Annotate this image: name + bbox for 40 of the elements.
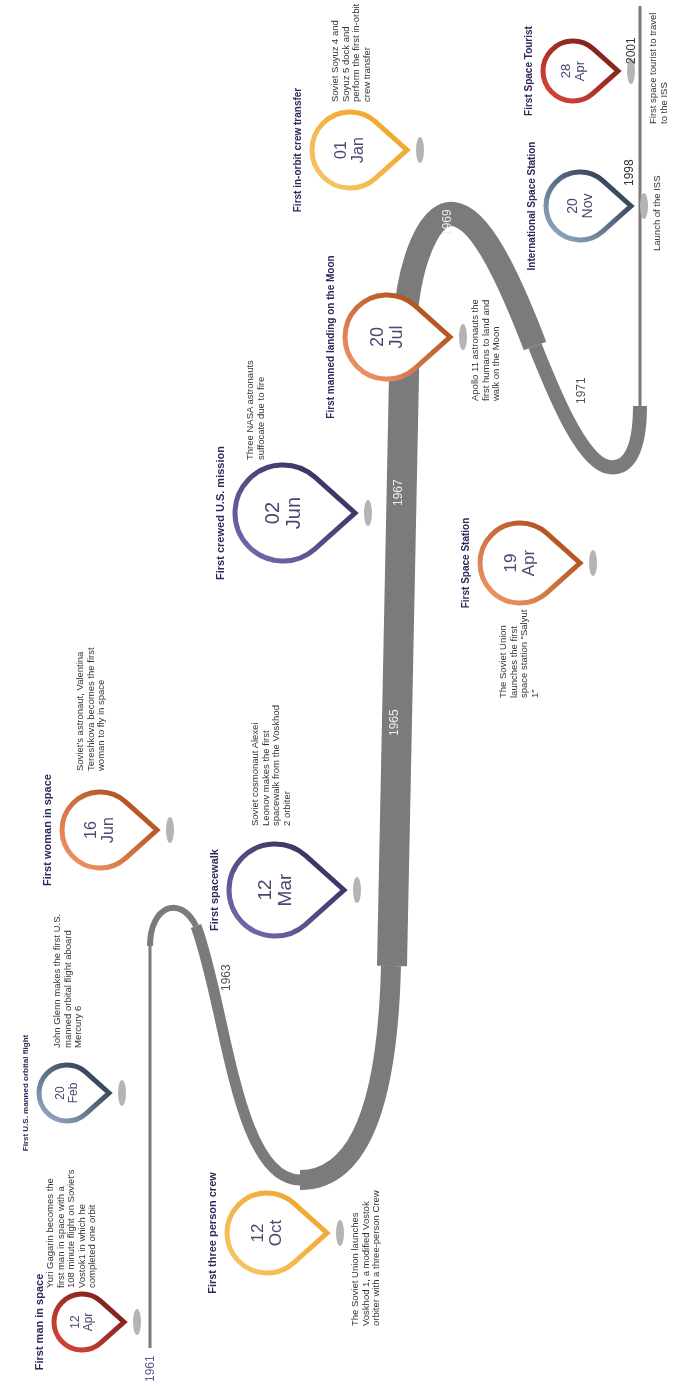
year-label: 1965 xyxy=(387,709,401,736)
event-description: Soviet Soyuz 4 and Soyuz 5 dock and perform the first in-orbit crew transfer xyxy=(330,2,372,102)
event-description: The Soviet Union launches the first space station "Salyut 1" xyxy=(498,608,540,698)
year-label: 1998 xyxy=(622,159,636,186)
event-date: 20 Feb xyxy=(54,1081,80,1106)
year-label: 1971 xyxy=(574,377,588,404)
event-title: International Space Station xyxy=(526,141,537,271)
event-date: 02 Jun xyxy=(262,495,304,532)
event-title: First in-orbit crew transfer xyxy=(292,87,303,213)
event-description: First space tourist to travel to the ISS xyxy=(648,11,669,124)
event-title: First three person crew xyxy=(206,1172,218,1294)
event-date: 12 Mar xyxy=(255,872,295,909)
year-label: 2001 xyxy=(624,37,638,64)
event-description: John Glenn makes the first U.S. manned orbital flight aboard Mercury 6 xyxy=(52,912,84,1048)
event-date: 01 Jan xyxy=(333,136,367,165)
event-description: Three NASA astronauts suffocate due to fire xyxy=(245,360,266,460)
event-date: 12 Apr xyxy=(69,1311,95,1334)
event-title: First man in space xyxy=(33,1273,45,1371)
event-date: 20 Jul xyxy=(368,324,406,351)
event-description: Launch of the ISS xyxy=(652,174,663,251)
year-label: 1963 xyxy=(219,964,233,991)
event-date: 28 Apr xyxy=(559,59,587,84)
event-title: First spacewalk xyxy=(208,849,220,931)
event-description: Apollo 11 astronauts the first humans to land and walk on the Moon xyxy=(470,298,502,401)
event-date: 12 Oct xyxy=(249,1218,285,1249)
event-description: Soviet's astronaut, Valentina Tereshkova becomes the first woman to fly in space xyxy=(75,646,107,771)
event-date: 19 Apr xyxy=(502,548,538,579)
event-title: First crewed U.S. mission xyxy=(214,446,226,580)
event-title: First Space Tourist xyxy=(523,26,534,116)
event-description: Yuri Gagarin becomes the first man in space with a 108 minute flight on Soviet's Vostok1 in which he completed one orbit xyxy=(45,1168,98,1288)
event-title: First manned landing on the Moon xyxy=(325,255,336,419)
event-title: First U.S. manned orbital flight xyxy=(21,1034,30,1152)
event-date: 20 Nov xyxy=(565,192,595,221)
event-description: Soviet cosmonaut Alexei Leonov makes the first spacewalk from the Voskhod 2 orbiter xyxy=(250,704,292,826)
event-title: First woman in space xyxy=(41,774,53,886)
year-label: 1961 xyxy=(143,1355,157,1382)
year-label: 1967 xyxy=(391,479,405,506)
event-title: First Space Station xyxy=(460,517,471,609)
event-description: The Soviet Union launches Voskhod 1, a modified Vostok orbiter with a three-person Crew xyxy=(350,1189,382,1326)
event-date: 16 Jun xyxy=(83,816,117,845)
